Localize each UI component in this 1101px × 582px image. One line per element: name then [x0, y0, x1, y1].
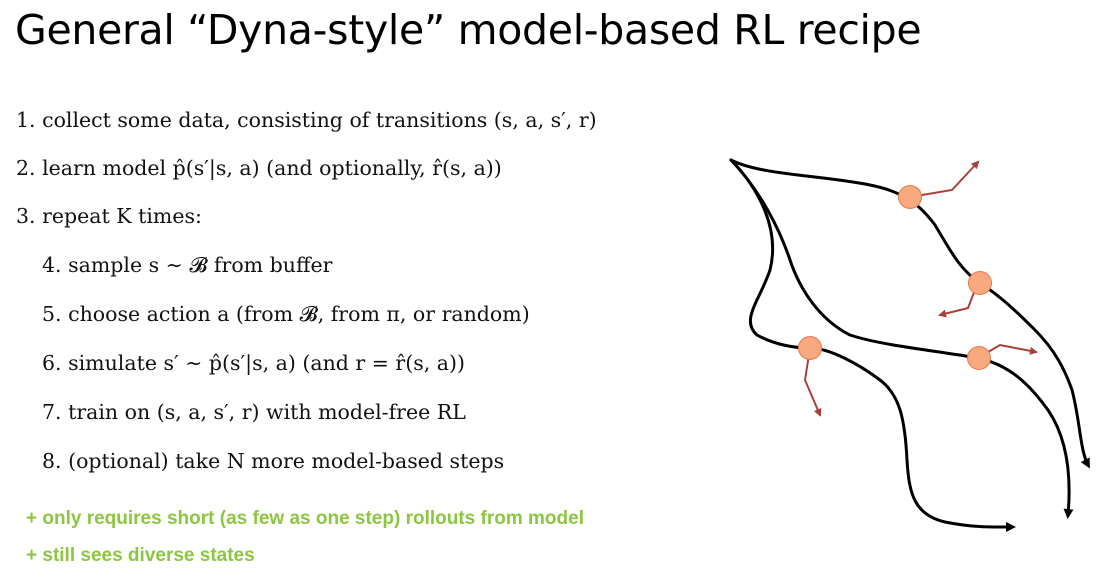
step-text: choose action a (from 𝓑, from π, or rand…	[68, 302, 530, 326]
step-number: 7.	[42, 400, 62, 424]
pro-short-rollouts: + only requires short (as few as one ste…	[26, 508, 584, 529]
step-5: 5. choose action a (from 𝓑, from π, or r…	[42, 302, 530, 327]
step-1: 1. collect some data, consisting of tran…	[16, 108, 597, 132]
step-number: 4.	[42, 253, 62, 277]
trajectory-diagram	[729, 158, 1090, 533]
sampled-state-dot	[898, 185, 922, 209]
step-number: 2.	[16, 156, 36, 180]
rollout-arrow	[909, 160, 980, 198]
trajectory-line-3	[729, 158, 1016, 533]
slide-title: General “Dyna-style” model-based RL reci…	[15, 6, 922, 54]
step-text: (optional) take N more model-based steps	[68, 449, 505, 473]
step-text: sample s ∼ 𝓑 from buffer	[68, 253, 333, 277]
step-2: 2. learn model p̂(s′|s, a) (and optional…	[16, 156, 502, 180]
sampled-state-dot	[967, 346, 991, 370]
sampled-state-dot	[798, 336, 822, 360]
step-number: 8.	[42, 449, 62, 473]
step-4: 4. sample s ∼ 𝓑 from buffer	[42, 253, 332, 278]
step-number: 5.	[42, 302, 62, 326]
step-number: 3.	[16, 204, 36, 228]
sampled-state-dot	[968, 271, 992, 295]
step-text: collect some data, consisting of transit…	[42, 108, 597, 132]
step-6: 6. simulate s′ ∼ p̂(s′|s, a) (and r = r̂…	[42, 351, 465, 375]
step-text: simulate s′ ∼ p̂(s′|s, a) (and r = r̂(s,…	[68, 351, 465, 375]
step-number: 6.	[42, 351, 62, 375]
step-number: 1.	[16, 108, 36, 132]
trajectory-line-2	[729, 158, 1074, 519]
step-text: repeat K times:	[42, 204, 202, 228]
step-7: 7. train on (s, a, s′, r) with model-fre…	[42, 400, 466, 424]
step-text: learn model p̂(s′|s, a) (and optionally,…	[42, 156, 502, 180]
pro-diverse-states: + still sees diverse states	[26, 545, 255, 566]
step-3: 3. repeat K times:	[16, 204, 202, 228]
step-text: train on (s, a, s′, r) with model-free R…	[68, 400, 466, 424]
step-8: 8. (optional) take N more model-based st…	[42, 449, 504, 473]
